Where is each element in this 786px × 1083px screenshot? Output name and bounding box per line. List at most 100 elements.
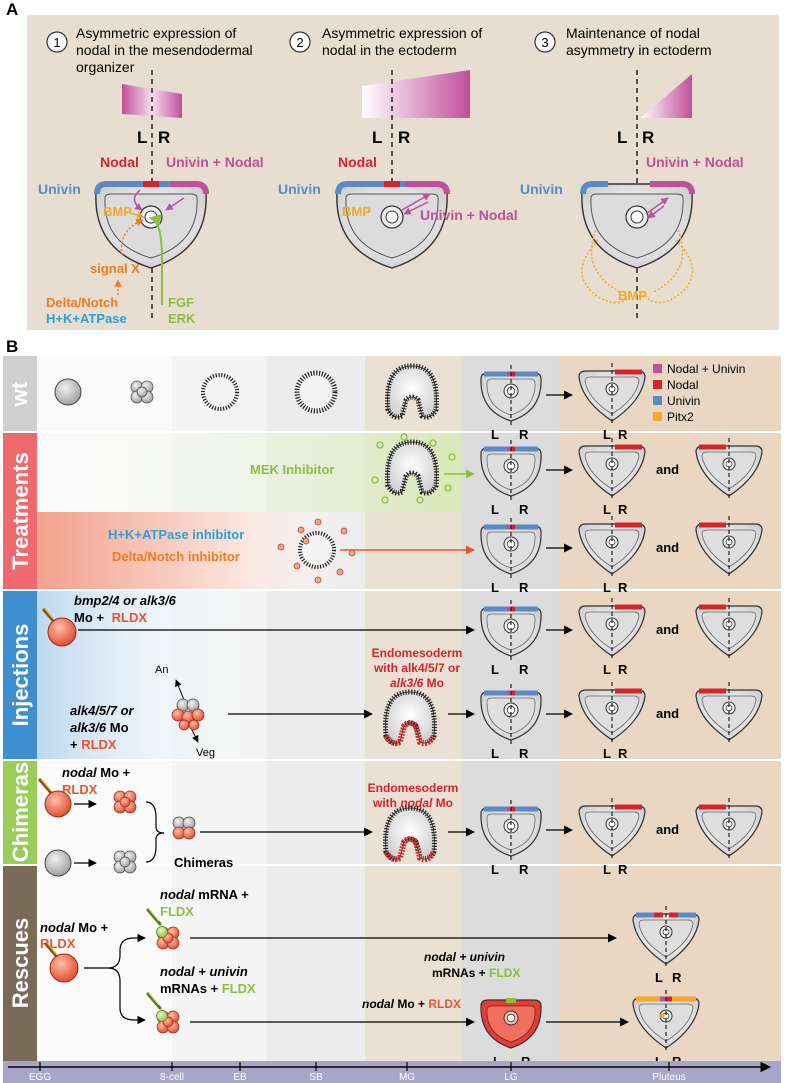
step-2-title-line-1: Asymmetric expression of	[322, 25, 482, 41]
legend: Nodal + Univin Nodal Univin Pitx2	[653, 362, 745, 424]
step-1-number: 1	[53, 35, 60, 50]
rescue-branch-up	[84, 933, 146, 969]
pluteus-injection-2-left-label: L	[603, 746, 611, 761]
pluteus-injection-1-mirror	[695, 598, 763, 660]
rescue-mrna-gene: nodal	[160, 887, 195, 902]
wt-early-blastula	[201, 373, 239, 411]
lg-injection-2	[480, 684, 542, 746]
wt-swimming-blastula	[294, 370, 338, 414]
step-2: 2 Asymmetric expression of nodal in the …	[278, 25, 518, 269]
pluteus-injection-2	[578, 682, 646, 744]
lg-rescued-embryo	[480, 998, 542, 1049]
endomesoderm-2-line-2: with nodal Mo	[372, 796, 453, 810]
fgf-label: FGF	[168, 295, 194, 310]
step-3-bmp-arc-right	[653, 229, 684, 293]
injection-2-gene: alk3/6	[70, 720, 107, 735]
lg-chimera	[480, 800, 542, 862]
lg-nodal-univin: nodal + univin	[424, 950, 505, 964]
lg-injection-1-left-label: L	[491, 662, 499, 677]
lg-inhibitor-right-label: R	[519, 580, 529, 595]
chimera-bracket	[145, 801, 165, 863]
chimera-injected-egg	[44, 790, 72, 818]
step-1-number-circle	[46, 31, 68, 53]
lg-chimera-left-label: L	[491, 862, 499, 877]
step-3-bmp-loop-right	[645, 239, 694, 304]
pluteus-injection-2-mirror	[695, 682, 763, 744]
lg-mrnas-fldx: FLDX	[489, 966, 520, 980]
step-1-nodal-label: Nodal	[100, 154, 139, 170]
pluteus-injection-1-right-label: R	[618, 662, 628, 677]
injection-2-line-1: alk4/5/7 or	[70, 703, 135, 718]
step-1-signal-arrow-left	[133, 189, 143, 211]
step-1-bmp-label: BMP	[103, 204, 132, 219]
step-2-bmp-label: BMP	[342, 204, 371, 219]
step-3-univin-nodal-label: Univin + Nodal	[646, 154, 744, 170]
step-3-univin-band	[580, 181, 608, 195]
step-3-number-circle	[534, 31, 556, 53]
step-2-nodal-label: Nodal	[338, 154, 377, 170]
delta-notch-inhibitor-label: Delta/Notch inhibitor	[112, 549, 240, 564]
lg-nodal-mo: nodal Mo + RLDX	[362, 997, 461, 1011]
lg-injection-2-left-label: L	[491, 746, 499, 761]
step-3-title-line-2: asymmetry in ectoderm	[566, 42, 711, 58]
step-1-univin-label: Univin	[38, 181, 81, 197]
pluteus-rescue-1-left-label: L	[655, 970, 663, 985]
rescue-nodal-univin: nodal + univin	[160, 964, 248, 979]
step-3-gradient-bar	[640, 74, 692, 118]
step-1-fgf-arrow	[148, 213, 163, 305]
step-1-title-line-1: Asymmetric expression of	[76, 25, 236, 41]
row-injections-label: Injections	[8, 624, 33, 727]
pluteus-chimera-left-label: L	[603, 862, 611, 877]
rescue-mrna-fldx: FLDX	[160, 904, 194, 919]
and-label-injection-2: and	[656, 706, 679, 721]
and-label-chimera: and	[656, 822, 679, 837]
pluteus-inhibitor-right-label: R	[618, 580, 628, 595]
step-2-gradient-bar	[362, 70, 470, 118]
lg-wt	[480, 365, 542, 427]
injection-1-mo-text: Mo +	[74, 610, 104, 625]
stage-label-4: MG	[399, 1072, 415, 1083]
inhibitor-particles	[277, 518, 356, 584]
wt-row	[54, 366, 437, 417]
chimera-mo-text: Mo +	[97, 765, 131, 780]
injection-2-embryo	[171, 698, 205, 731]
step-1-signal-x-arrow	[120, 219, 144, 256]
row-rescues-bar	[3, 865, 37, 1061]
panel-a-label: A	[6, 0, 18, 19]
step-3-univin-nodal-band	[650, 181, 695, 195]
pluteus-injection-2-right-label: R	[618, 746, 628, 761]
lg-mrnas-text: mRNAs +	[432, 966, 489, 980]
step-3-univin-label: Univin	[520, 181, 563, 197]
injection-2-rldx: RLDX	[81, 737, 117, 752]
step-3-bmp-label: BMP	[618, 288, 647, 303]
lg-mrnas: mRNAs + FLDX	[432, 966, 520, 980]
step-3-number: 3	[541, 35, 548, 50]
stage-label-2: EB	[233, 1072, 247, 1083]
injection-1-rldx: RLDX	[112, 610, 148, 625]
pluteus-chimera	[578, 798, 646, 860]
pluteus-rescue-2	[632, 990, 700, 1052]
rescue-mrnas-fldx: FLDX	[222, 981, 256, 996]
panel-b-label: B	[6, 337, 18, 356]
lg-injection-2-right-label: R	[519, 746, 529, 761]
pluteus-rescue-1	[632, 906, 700, 968]
injection-2-plus: +	[70, 737, 81, 752]
pluteus-mek-left-label: L	[603, 502, 611, 517]
row-treatments-bar	[3, 432, 37, 590]
lg-inhibitor	[480, 518, 542, 580]
row-labels: wt Treatments Injections Chimeras Rescue…	[3, 356, 37, 1061]
step-2-number: 2	[296, 35, 303, 50]
step-3-signal-arrow-in	[647, 205, 665, 219]
lg-wt-left-label: L	[491, 427, 499, 442]
step-1-signal-arrow-right	[165, 197, 185, 211]
injection-row-tint	[37, 590, 257, 760]
legend-swatch-nodal	[653, 380, 662, 389]
pluteus-injection-1	[578, 598, 646, 660]
step-2-signal-arrow-in	[403, 201, 429, 215]
animal-pole-arrow	[175, 679, 185, 701]
panel-a-background	[27, 15, 779, 330]
pluteus-inhibitor	[578, 516, 646, 578]
step-1-title-line-3: organizer	[76, 59, 135, 75]
